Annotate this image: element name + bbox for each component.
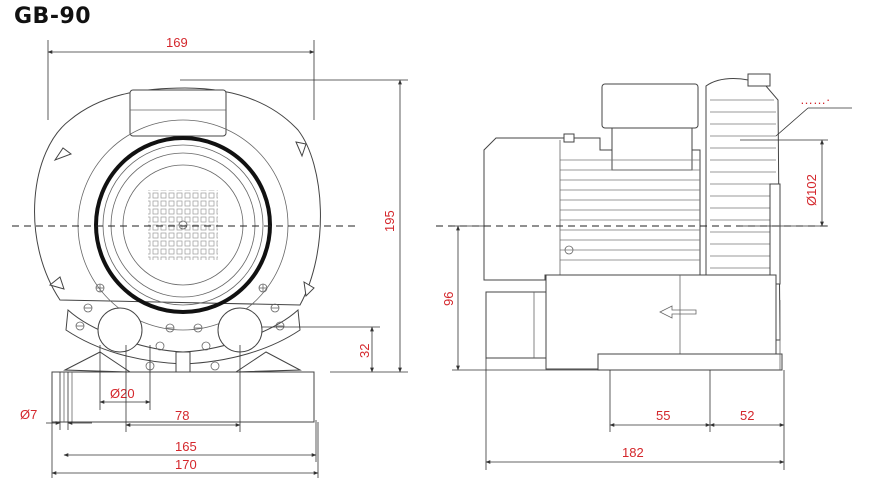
- dim-port-diameter: Ø20: [110, 386, 135, 401]
- dim-55: 55: [656, 408, 670, 423]
- dim-170: 170: [175, 457, 197, 472]
- dim-32: 32: [357, 344, 372, 358]
- front-view: 169 195 32 Ø20 78 Ø7 165 170: [12, 35, 408, 478]
- dim-52: 52: [740, 408, 754, 423]
- model-title: GB-90: [14, 4, 92, 29]
- dim-169: 169: [166, 35, 188, 50]
- dim-165: 165: [175, 439, 197, 454]
- dim-outlet-diameter: Ø102: [804, 174, 819, 206]
- dim-mount-hole: Ø7: [20, 407, 37, 422]
- dim-195: 195: [382, 210, 397, 232]
- side-view: ……· Ø102 96 55 52 182: [436, 73, 852, 470]
- side-leader-marker: ……·: [800, 92, 830, 107]
- dim-96: 96: [441, 292, 456, 306]
- dim-78: 78: [175, 408, 189, 423]
- dim-182: 182: [622, 445, 644, 460]
